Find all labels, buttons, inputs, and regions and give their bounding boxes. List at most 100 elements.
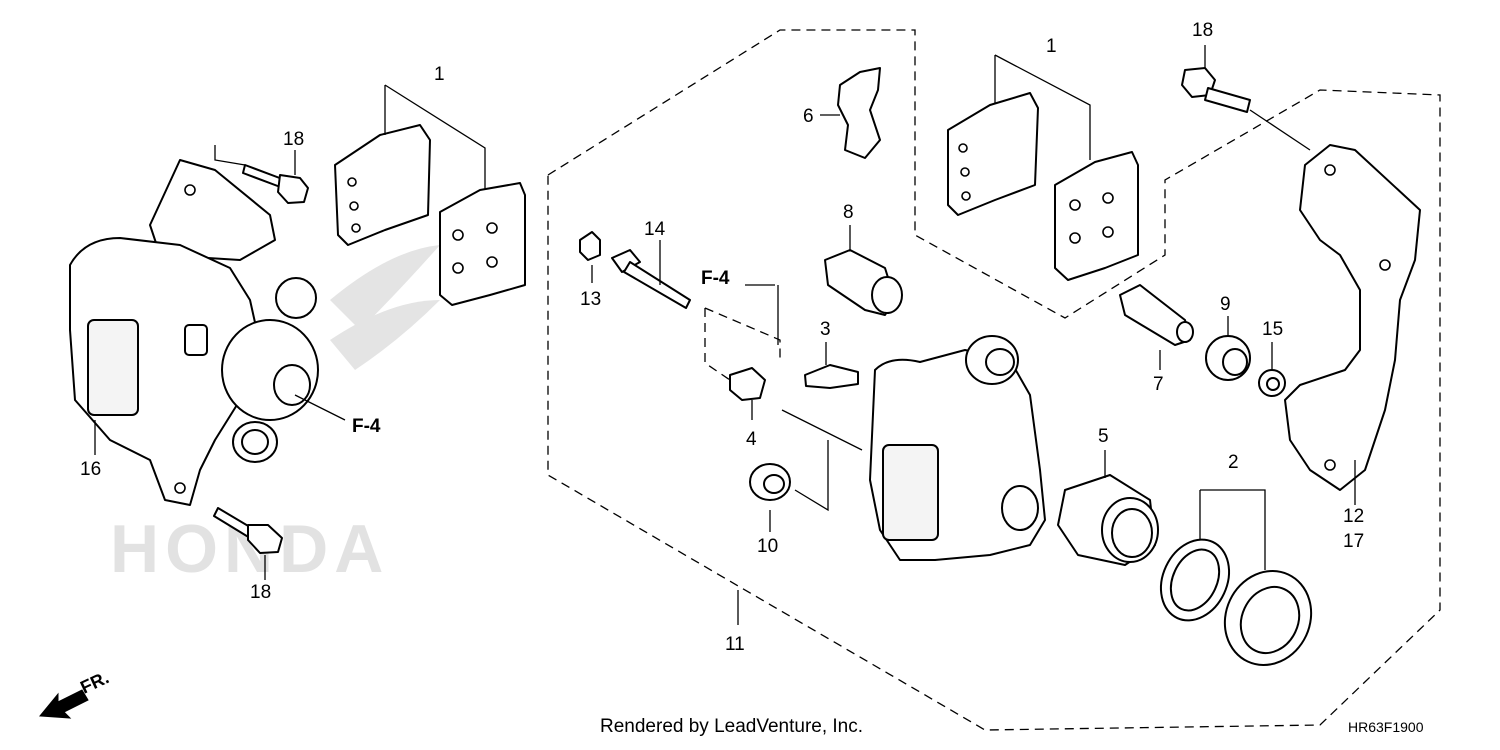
boot-10-inner	[763, 474, 785, 494]
leader	[384, 84, 486, 190]
piston-face-inner	[1111, 508, 1153, 558]
callout-1-right: 1	[1046, 36, 1057, 57]
brake-pads-left	[334, 124, 526, 306]
callout-10: 10	[757, 536, 778, 557]
cap-4	[729, 367, 766, 401]
pad-hole	[486, 256, 498, 268]
pad-hole	[960, 167, 970, 177]
callout-6: 6	[803, 106, 814, 127]
sleeve-end	[871, 276, 903, 314]
watermark-text: HONDA	[110, 511, 389, 587]
callout-1-left: 1	[434, 64, 445, 85]
pad-hole	[452, 229, 464, 241]
piston-bore	[273, 364, 311, 406]
pin-tip	[1176, 321, 1194, 343]
callout-15: 15	[1262, 319, 1283, 340]
bolt-upper-left	[242, 164, 309, 204]
callout-14: 14	[644, 219, 666, 240]
bolt-head	[277, 174, 309, 204]
bolt-right	[1181, 67, 1251, 113]
pad-hole	[349, 201, 359, 211]
lower-boss-inner	[241, 429, 269, 455]
callout-11: 11	[725, 634, 745, 655]
diagram-code: HR63F1900	[1348, 719, 1424, 735]
cap-13	[579, 231, 601, 261]
pad-hole	[1102, 226, 1114, 238]
caliper-body-11	[869, 335, 1046, 561]
leader	[1200, 489, 1266, 570]
callout-9: 9	[1220, 294, 1231, 315]
bolt-shaft	[1204, 87, 1251, 113]
sleeve-8	[824, 249, 903, 316]
pad-hole	[1102, 192, 1114, 204]
callout-2: 2	[1228, 452, 1239, 473]
callout-17: 17	[1343, 531, 1364, 552]
brake-pads-right	[947, 92, 1139, 281]
pin-shaft	[623, 261, 691, 309]
dashed-leader	[704, 308, 731, 381]
washer-15-inner	[1266, 377, 1280, 391]
dust-seal-inner	[1239, 585, 1301, 655]
pin-head	[611, 249, 641, 273]
callout-18-right: 18	[1192, 20, 1213, 41]
bracket-hole	[1379, 259, 1391, 271]
pad-hole	[958, 143, 968, 153]
pad-right-b	[1054, 151, 1139, 281]
callout-4: 4	[746, 429, 757, 450]
bracket-hole	[184, 184, 196, 196]
bleeder-valve	[184, 324, 208, 356]
leader	[294, 394, 346, 421]
ref-f4-left: F-4	[352, 416, 381, 437]
slide-pin-boot	[275, 277, 317, 319]
bleeder-3	[804, 364, 859, 389]
slide-pin-7	[1119, 284, 1194, 346]
pad-left-a	[334, 124, 431, 246]
leader	[781, 409, 863, 451]
slide-pin-14	[611, 249, 691, 309]
leader	[994, 54, 1091, 160]
pad-hole	[452, 262, 464, 274]
pad-hole	[1069, 199, 1081, 211]
callout-18-top-left: 18	[283, 129, 304, 150]
pad-hole	[486, 222, 498, 234]
right-leaders	[591, 45, 1356, 625]
caliper-bracket-12	[1284, 144, 1421, 491]
caliper-body	[69, 237, 261, 506]
leader	[214, 145, 246, 166]
pad-spring-6	[837, 67, 881, 159]
callout-13: 13	[580, 289, 601, 310]
caliper-pad-window	[87, 319, 139, 416]
front-direction-indicator: FR.	[38, 667, 112, 719]
rendered-by-credit: Rendered by LeadVenture, Inc.	[600, 716, 863, 737]
honda-watermark: HONDA	[110, 245, 440, 587]
bracket-hole	[1324, 164, 1336, 176]
callout-5: 5	[1098, 426, 1109, 447]
caliper-window	[882, 444, 939, 541]
callout-18-bottom-left: 18	[250, 582, 271, 603]
pad-hole	[351, 223, 361, 233]
kit-boundary	[547, 29, 1441, 731]
leader	[1249, 109, 1311, 151]
bracket-hole	[1324, 459, 1336, 471]
callout-16: 16	[80, 459, 101, 480]
assembled-caliper	[69, 159, 319, 506]
pad-left-b	[439, 182, 526, 306]
callout-3: 3	[820, 319, 831, 340]
pad-right-a	[947, 92, 1039, 216]
pad-hole	[1069, 232, 1081, 244]
left-leaders	[94, 84, 486, 580]
callout-8: 8	[843, 202, 854, 223]
leader	[794, 440, 829, 512]
callout-labels: 1 18 16 18 F-4 14 13 F-4 6 8 3 4 10 11 1…	[80, 20, 1364, 655]
caliper-boss-inner	[985, 348, 1015, 376]
mount-hole	[174, 482, 186, 494]
seal-ring-inner	[1169, 548, 1221, 612]
boot-9-inner	[1222, 348, 1248, 376]
piston-5	[1057, 474, 1159, 566]
front-arrow-icon	[38, 689, 89, 719]
caliper-port	[1001, 485, 1039, 531]
pad-hole	[347, 177, 357, 187]
bolt-head	[247, 524, 283, 554]
pad-hole	[961, 191, 971, 201]
